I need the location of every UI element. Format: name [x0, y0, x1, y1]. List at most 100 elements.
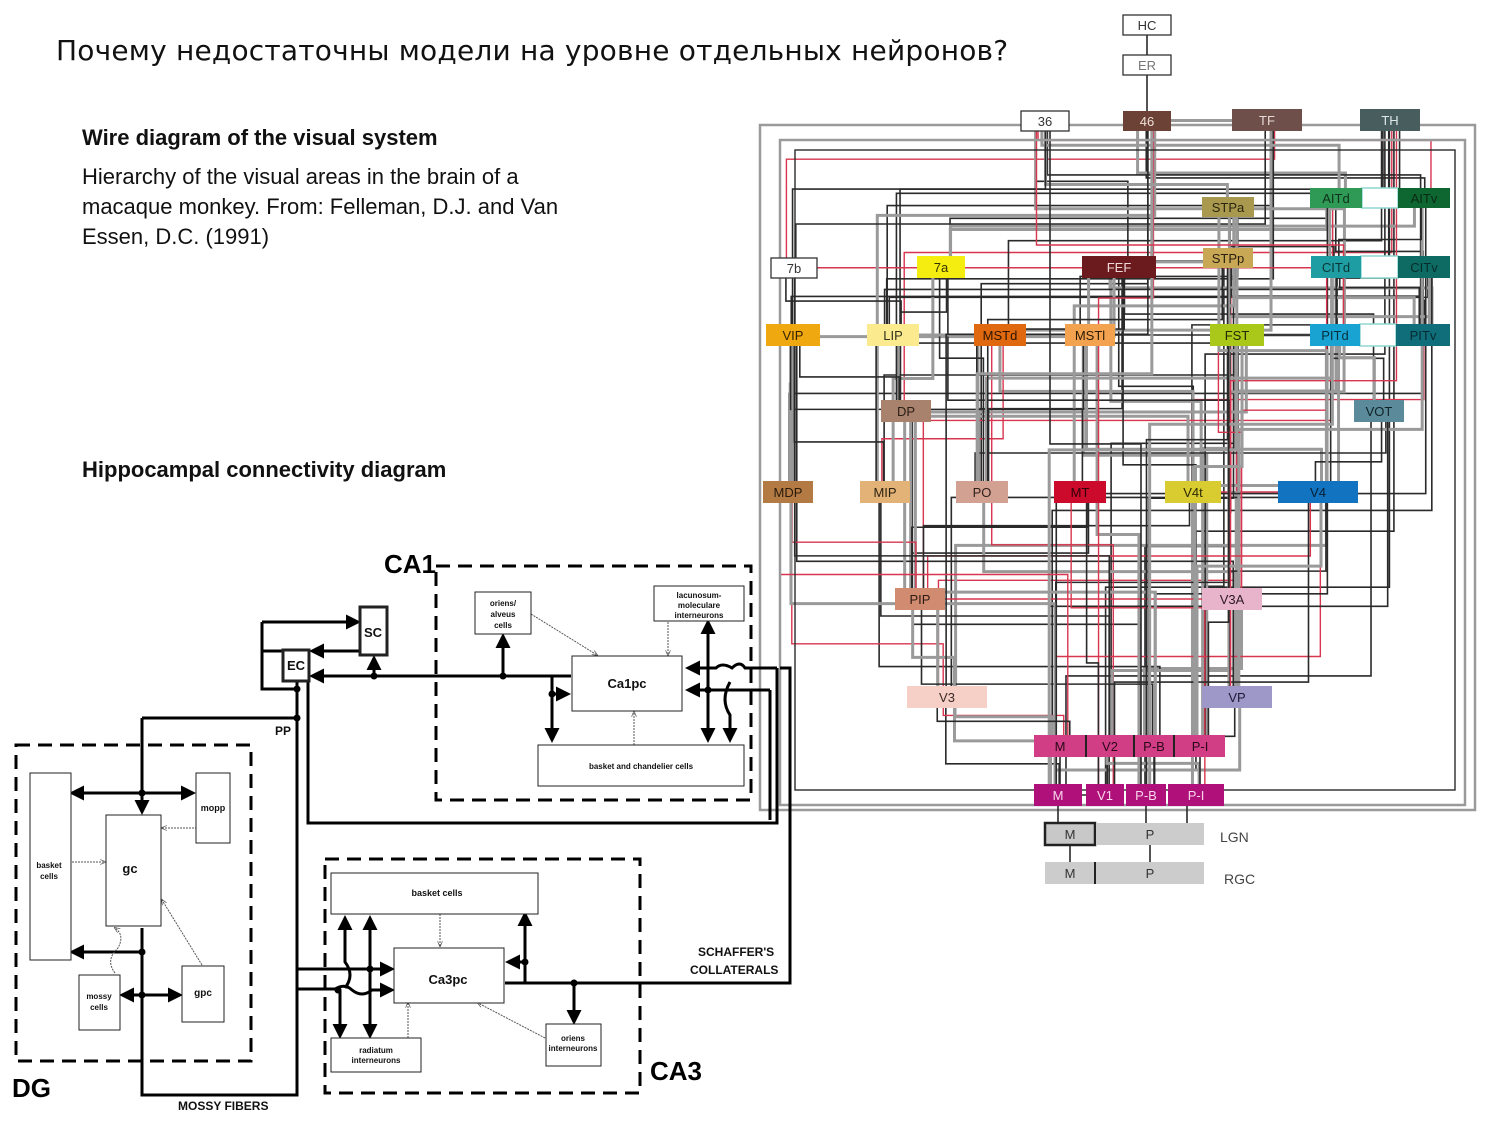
connection-wire	[975, 121, 1154, 492]
inhibitory-connections	[72, 613, 668, 1039]
cell-box-dg-basket	[29, 772, 72, 961]
area-label: P	[1146, 866, 1155, 881]
area-node-v2pi: P-I	[1175, 735, 1225, 757]
connection-wire	[1195, 492, 1323, 746]
connection-wire	[1229, 120, 1398, 697]
area-node-tf: TF	[1232, 109, 1302, 131]
pathway-labels: PP SCHAFFER'S COLLATERALS MOSSY FIBERS	[178, 724, 778, 1113]
area-label: VIP	[783, 328, 804, 343]
area-node-lip: LIP	[867, 324, 919, 346]
connection-wire	[1237, 198, 1424, 697]
connection-wire	[1040, 121, 1341, 198]
connection-wire	[1207, 335, 1230, 746]
area-label: 36	[1038, 114, 1052, 129]
connection-wire	[791, 267, 1116, 492]
area-box	[1202, 588, 1262, 610]
area-box	[1175, 735, 1225, 757]
connection-wire	[986, 258, 1224, 492]
area-label: TH	[1381, 113, 1398, 128]
area-label: MSTd	[983, 328, 1018, 343]
cell-box-lacunosum	[653, 585, 745, 622]
connection-wire	[1007, 120, 1383, 335]
area-box	[895, 588, 945, 610]
dg-region-boundary	[14, 743, 253, 1063]
area-label: PO	[973, 485, 992, 500]
area-node-v2m: M	[1034, 735, 1086, 757]
area-box	[1082, 256, 1156, 278]
connection-wire	[795, 335, 1235, 697]
area-node-pitv: PITv	[1396, 324, 1450, 346]
area-label: M	[1065, 827, 1076, 842]
connection-wire	[878, 492, 1161, 746]
area-label: FST	[1225, 328, 1250, 343]
area-node-lgnp: P	[1096, 823, 1204, 845]
ca3-region-boundary	[323, 857, 642, 1095]
area-label: M	[1053, 788, 1064, 803]
cell-box-radiatum	[330, 1037, 422, 1073]
area-node-aitd: AITd	[1310, 188, 1362, 208]
area-label: MT	[1071, 485, 1090, 500]
area-label: CITd	[1322, 260, 1350, 275]
connection-wire	[899, 267, 948, 411]
area-label: V3	[939, 690, 955, 705]
area-box	[1122, 54, 1172, 76]
area-node-fef: FEF	[1082, 256, 1156, 278]
area-node-v2: V2	[1087, 735, 1133, 757]
connection-wire	[1049, 121, 1142, 795]
area-box	[917, 256, 965, 278]
connection-wire	[1095, 335, 1141, 795]
area-node-dp: DP	[881, 400, 931, 422]
area-label: HC	[1138, 18, 1157, 33]
area-node-v1pb: P-B	[1126, 784, 1166, 806]
area-label: MIP	[873, 485, 896, 500]
area-box	[1122, 14, 1172, 36]
connection-wire	[1087, 207, 1231, 335]
area-label: TF	[1259, 113, 1275, 128]
area-label: STPp	[1212, 251, 1245, 266]
area-node-v3a: V3A	[1202, 588, 1262, 610]
area-label: 46	[1140, 114, 1154, 129]
area-box	[1034, 784, 1082, 806]
area-node-stpp: STPp	[1203, 248, 1253, 268]
area-box	[1232, 109, 1302, 131]
area-box	[1396, 324, 1450, 346]
area-label: FEF	[1107, 260, 1132, 275]
cell-label-gc: gc	[122, 861, 137, 876]
cell-label-ca1pc: Ca1pc	[607, 676, 646, 691]
connection-wire	[794, 120, 1267, 268]
connection-wire	[984, 267, 1334, 492]
area-node-fst: FST	[1210, 324, 1264, 346]
cell-box-ec	[281, 648, 311, 683]
connection-wire	[1097, 121, 1155, 795]
connection-wire	[881, 335, 1004, 492]
area-node-citd: CITd	[1311, 256, 1361, 278]
cell-box-gc	[105, 814, 162, 927]
area-label: P	[1146, 827, 1155, 842]
connection-wire	[936, 697, 1071, 746]
area-node-vot: VOT	[1354, 400, 1404, 422]
area-box	[881, 400, 931, 422]
connection-wire	[1035, 121, 1345, 335]
connection-wire	[1190, 335, 1341, 795]
area-node-v2pb: P-B	[1134, 735, 1174, 757]
area-box	[1096, 862, 1204, 884]
area-box	[956, 481, 1008, 503]
pathways	[69, 614, 792, 1097]
connection-wire	[1314, 411, 1383, 492]
area-node-mdp: MDP	[763, 481, 813, 503]
area-label: V3A	[1220, 592, 1245, 607]
area-label: LIP	[883, 328, 903, 343]
connection-wire	[885, 120, 1275, 335]
connection-wire	[1104, 120, 1391, 795]
connection-wire	[909, 335, 1248, 599]
area-label: M	[1065, 866, 1076, 881]
cell-box-mopp	[195, 772, 231, 844]
connection-wire	[794, 149, 1456, 791]
area-box	[1045, 862, 1095, 884]
